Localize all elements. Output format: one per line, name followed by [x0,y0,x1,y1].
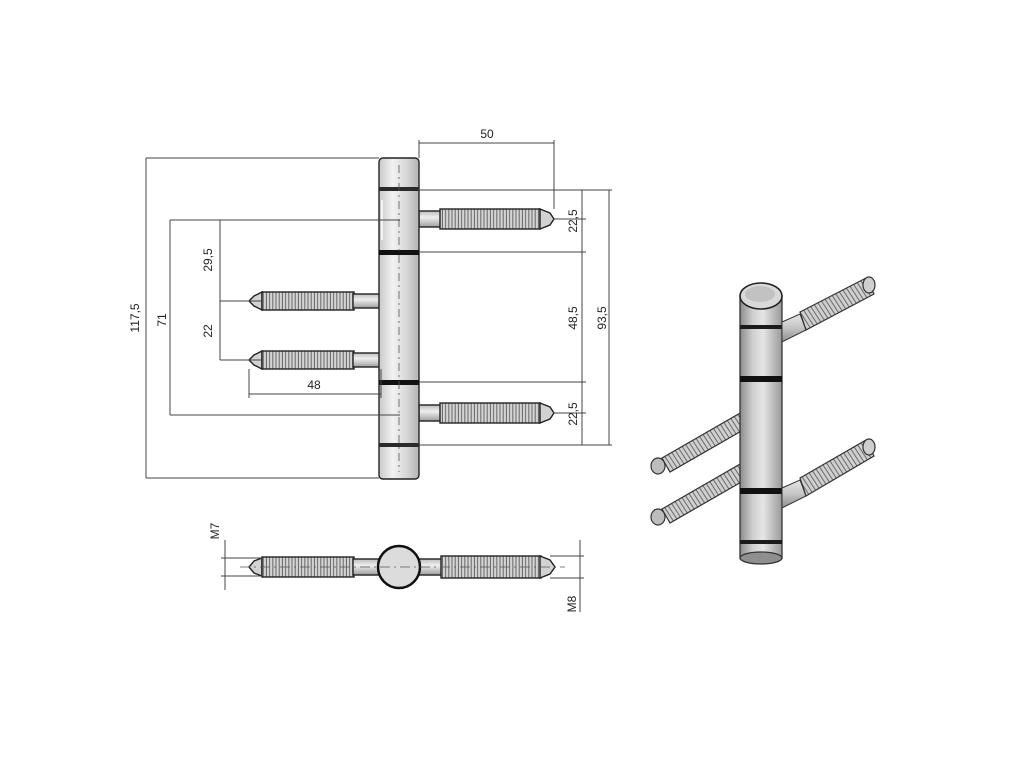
dim-top-right-spacing: 22,5 [566,209,580,233]
dim-outer-pin-span: 71 [155,313,169,327]
dim-left-pin-length: 48 [307,378,321,392]
pin-lower-left [248,349,382,371]
iso-pin-lower-right [781,438,876,509]
dimension-lines [145,140,612,479]
dim-thread-left: M7 [208,522,222,539]
dim-total-height: 117,5 [128,303,142,332]
dim-thread-right: M8 [565,595,579,612]
top-view: M7 M8 [208,522,584,612]
dim-bottom-right-spacing: 22,5 [566,402,580,426]
pin-upper-left [248,290,382,312]
iso-pin-upper-right [781,276,876,343]
iso-barrel [739,282,783,565]
front-view: 117,5 71 29,5 22 48 50 22,5 48,5 93,5 22… [128,127,612,480]
dim-upper-offset: 29,5 [201,248,215,272]
dim-middle-segment: 48,5 [566,306,580,330]
isometric-view [650,276,876,565]
hinge-barrel [378,157,420,480]
dim-right-pin-length: 50 [480,127,494,141]
pin-upper-right [418,207,555,231]
top-view-dim-lines [221,540,584,612]
pin-lower-right [418,401,555,425]
dim-left-pin-spacing: 22 [201,324,215,338]
dim-right-pin-span: 93,5 [595,306,609,330]
